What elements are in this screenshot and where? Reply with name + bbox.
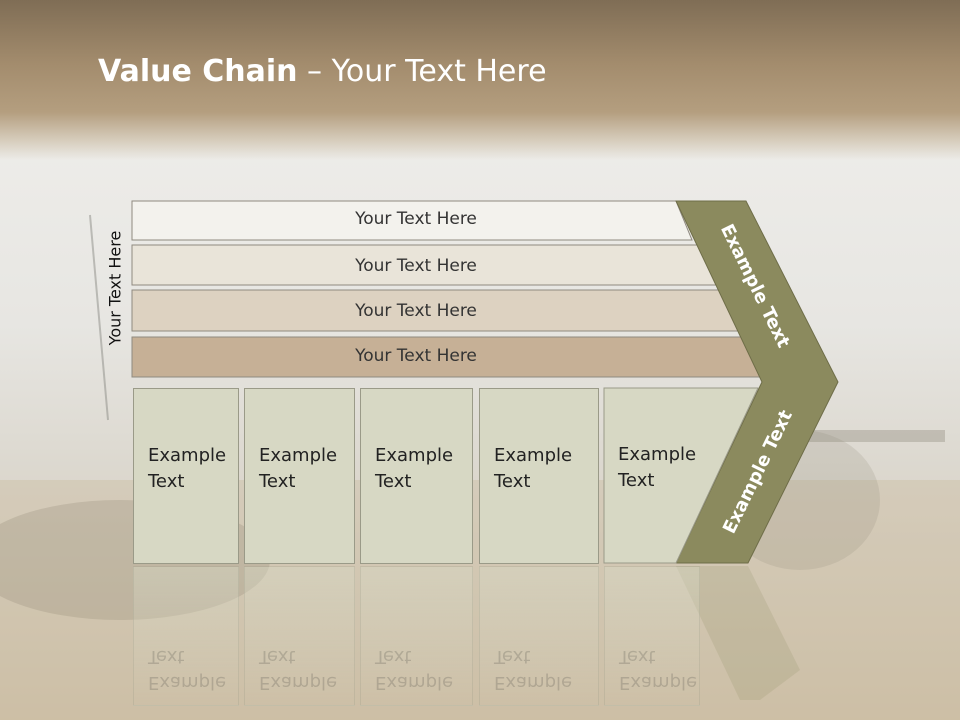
reflection-text-3-line1: Example [375, 672, 454, 693]
column-reflection-4: Example Text [479, 566, 599, 706]
row-label-2: Your Text Here [355, 256, 477, 276]
column-text-5-line1: Example [618, 444, 697, 465]
title-bold: Value Chain [98, 54, 298, 89]
reflection-text-1-line1: Example [148, 672, 227, 693]
reflection-text-4: Example Text [494, 643, 572, 695]
reflection-text-4-line1: Example [494, 672, 573, 693]
reflection-text-1-line2: Text [148, 646, 185, 667]
title-rest: – Your Text Here [297, 54, 547, 89]
column-text-3-line2: Text [375, 471, 412, 492]
reflection-text-5: Example Text [619, 643, 697, 695]
column-text-1-line2: Text [148, 471, 185, 492]
row-label-1: Your Text Here [355, 209, 477, 229]
reflection-text-2: Example Text [259, 643, 337, 695]
column-reflection-3: Example Text [360, 566, 473, 706]
reflection-text-1: Example Text [148, 643, 226, 695]
column-reflection-1: Example Text [133, 566, 239, 706]
column-reflection-2: Example Text [244, 566, 355, 706]
header-band [0, 0, 960, 160]
reflection-text-3: Example Text [375, 643, 453, 695]
column-text-4-line2: Text [494, 471, 531, 492]
slide-title: Value Chain – Your Text Here [98, 54, 547, 89]
row-label-3: Your Text Here [355, 301, 477, 321]
column-text-1-line1: Example [148, 445, 227, 466]
column-text-2-line2: Text [259, 471, 296, 492]
chevron-reflection [676, 566, 800, 700]
column-text-5-line2: Text [618, 470, 655, 491]
reflection-text-5-line2: Text [619, 646, 656, 667]
reflection-text-4-line2: Text [494, 646, 531, 667]
reflection-text-2-line2: Text [259, 646, 296, 667]
column-text-3-line1: Example [375, 445, 454, 466]
chevron-arrow [675, 200, 839, 564]
column-text-2-line1: Example [259, 445, 338, 466]
reflection-text-3-line2: Text [375, 646, 412, 667]
reflection-text-5-line1: Example [619, 672, 698, 693]
column-reflection-5: Example Text [604, 566, 700, 706]
row-label-4: Your Text Here [355, 346, 477, 366]
column-text-4-line1: Example [494, 445, 573, 466]
reflection-text-2-line1: Example [259, 672, 338, 693]
row-bar-1 [131, 200, 693, 241]
